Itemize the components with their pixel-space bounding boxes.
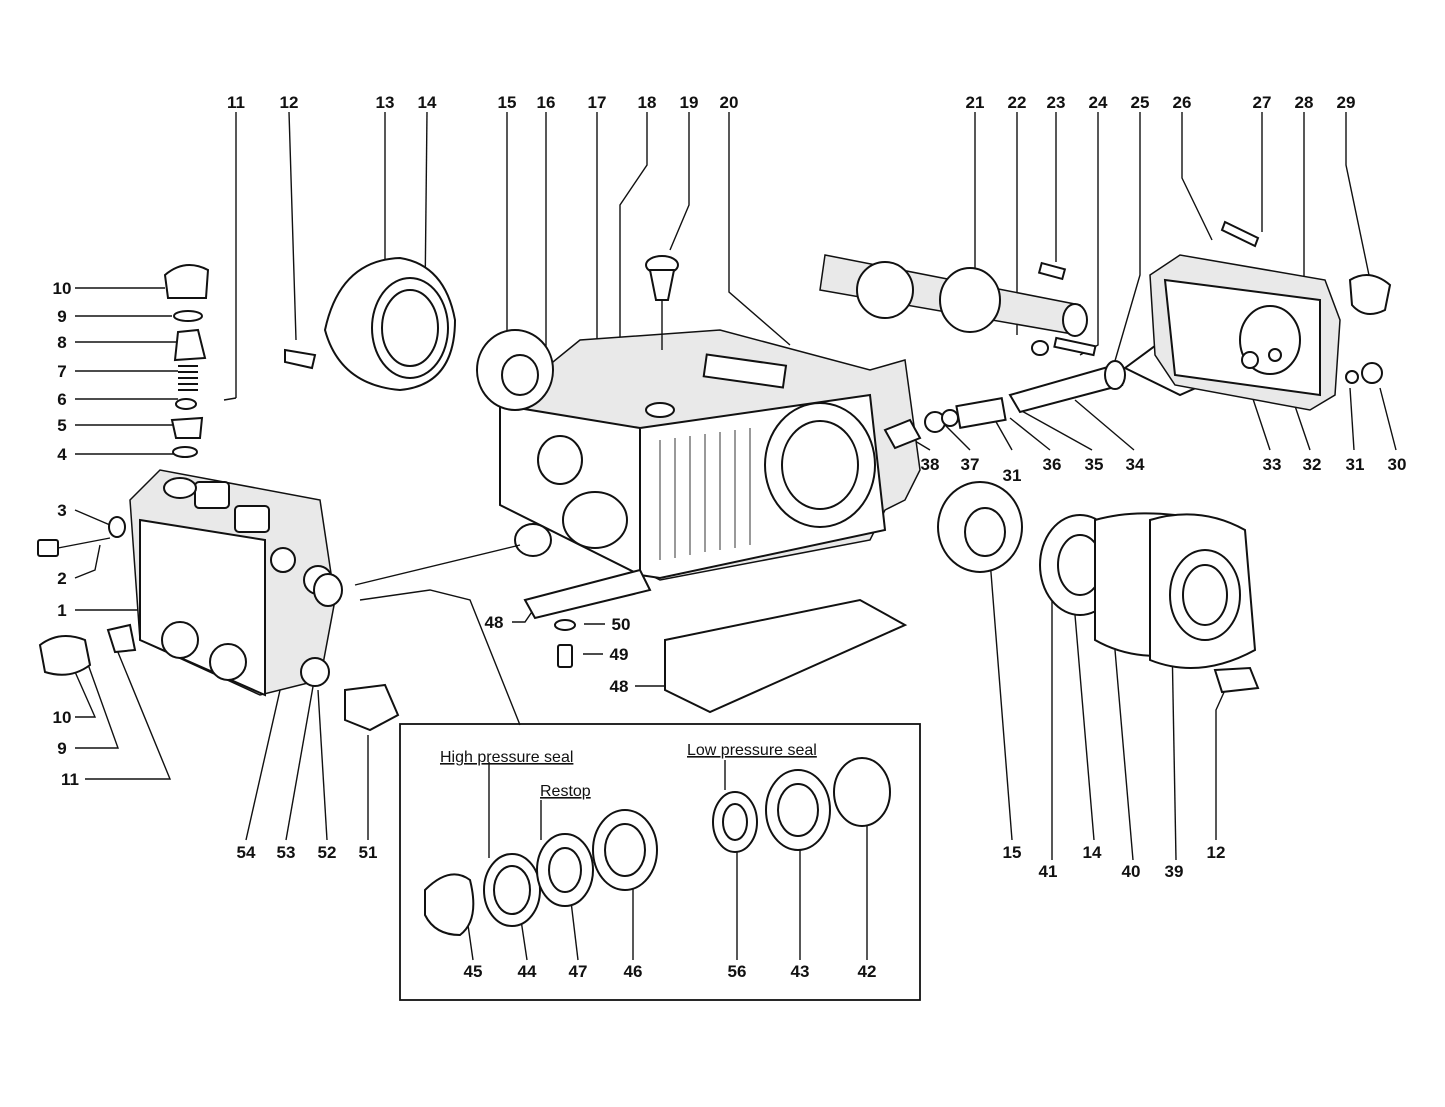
label-part-17: 17 — [588, 93, 607, 112]
dipstick-19 — [645, 255, 679, 350]
crankshaft-21 — [819, 254, 1097, 357]
label-part-28: 28 — [1295, 93, 1314, 112]
label-part-48-a: 48 — [485, 613, 504, 632]
label-part-10-low: 10 — [53, 708, 72, 727]
label-part-48-b: 48 — [610, 677, 629, 696]
label-part-43: 43 — [791, 962, 810, 981]
label-part-42: 42 — [858, 962, 877, 981]
label-part-26: 26 — [1173, 93, 1192, 112]
caption-low-pressure-seal: Low pressure seal — [687, 742, 817, 759]
leader-lines — [71, 111, 1397, 961]
rear-cover-28 — [1149, 220, 1392, 411]
label-part-25: 25 — [1131, 93, 1150, 112]
label-part-5: 5 — [57, 416, 66, 435]
label-part-41: 41 — [1039, 862, 1058, 881]
label-part-52: 52 — [318, 843, 337, 862]
caption-restop: Restop — [540, 783, 591, 800]
label-part-10-left: 10 — [53, 279, 72, 298]
label-part-23: 23 — [1047, 93, 1066, 112]
label-part-9-low: 9 — [57, 739, 66, 758]
bearing-15-right — [937, 481, 1023, 573]
caption-high-pressure-seal: High pressure seal — [440, 749, 573, 766]
label-part-2: 2 — [57, 569, 66, 588]
label-part-14-low: 14 — [1083, 843, 1102, 862]
label-part-35: 35 — [1085, 455, 1104, 474]
label-part-34: 34 — [1126, 455, 1145, 474]
label-part-33: 33 — [1263, 455, 1282, 474]
label-part-4: 4 — [57, 445, 67, 464]
label-part-19: 19 — [680, 93, 699, 112]
mounting-feet-48 — [523, 568, 908, 714]
label-part-47: 47 — [569, 962, 588, 981]
side-cover-assembly — [1039, 512, 1260, 694]
label-part-56: 56 — [728, 962, 747, 981]
label-part-9-left: 9 — [57, 307, 66, 326]
bolt-and-plugs-left — [37, 516, 400, 732]
label-part-3: 3 — [57, 501, 66, 520]
label-part-22: 22 — [1008, 93, 1027, 112]
label-part-21: 21 — [966, 93, 985, 112]
label-part-24: 24 — [1089, 93, 1108, 112]
label-part-8: 8 — [57, 333, 66, 352]
label-part-45: 45 — [464, 962, 483, 981]
connection-lines — [354, 544, 521, 726]
label-part-18: 18 — [638, 93, 657, 112]
label-part-53: 53 — [277, 843, 296, 862]
label-part-31-right: 31 — [1346, 455, 1365, 474]
label-part-30: 30 — [1388, 455, 1407, 474]
label-part-29: 29 — [1337, 93, 1356, 112]
label-part-11-low: 11 — [61, 770, 79, 789]
crankcase — [499, 329, 921, 581]
label-part-13: 13 — [376, 93, 395, 112]
valve-stack — [163, 264, 210, 458]
bearing-15-top — [476, 329, 554, 411]
label-part-46: 46 — [624, 962, 643, 981]
label-part-12-low: 12 — [1207, 843, 1226, 862]
label-part-36: 36 — [1043, 455, 1062, 474]
label-part-16: 16 — [537, 93, 556, 112]
label-part-15-top: 15 — [498, 93, 517, 112]
label-part-31-mid: 31 — [1003, 466, 1022, 485]
bearing-cover-13 — [284, 256, 457, 392]
label-part-11-top: 11 — [227, 93, 245, 112]
seal-inset-box — [399, 723, 921, 1001]
label-part-38: 38 — [921, 455, 940, 474]
label-part-54: 54 — [237, 843, 256, 862]
label-part-49: 49 — [610, 645, 629, 664]
label-part-20: 20 — [720, 93, 739, 112]
label-part-40: 40 — [1122, 862, 1141, 881]
label-part-39: 39 — [1165, 862, 1184, 881]
left-pump-head — [129, 469, 336, 697]
label-part-1: 1 — [57, 601, 66, 620]
label-part-44: 44 — [518, 962, 537, 981]
label-part-32: 32 — [1303, 455, 1322, 474]
label-part-27: 27 — [1253, 93, 1272, 112]
label-part-7: 7 — [57, 362, 66, 381]
label-part-6: 6 — [57, 390, 66, 409]
label-part-12-top: 12 — [280, 93, 299, 112]
label-part-15-low: 15 — [1003, 843, 1022, 862]
label-part-37: 37 — [961, 455, 980, 474]
label-part-14-top: 14 — [418, 93, 437, 112]
label-part-50: 50 — [612, 615, 631, 634]
label-part-51: 51 — [359, 843, 378, 862]
